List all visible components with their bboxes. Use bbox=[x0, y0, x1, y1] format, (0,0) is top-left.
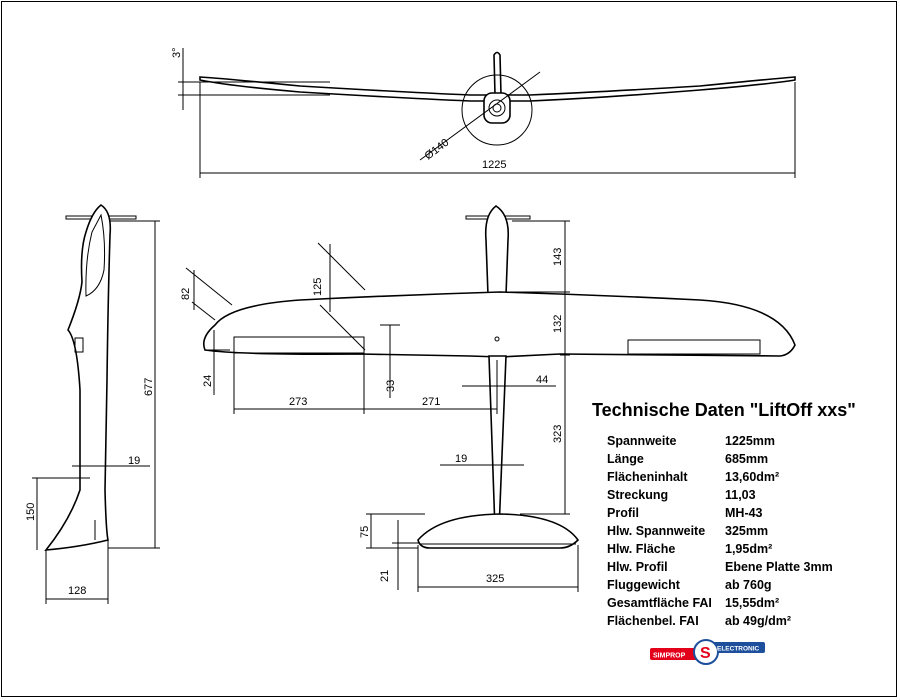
specs-title: Technische Daten "LiftOff xxs" bbox=[592, 400, 856, 420]
spec-label: Hlw. Spannweite bbox=[607, 524, 706, 538]
spec-row: Hlw. Profil Ebene Platte 3mm bbox=[607, 558, 833, 576]
dim-length: 677 bbox=[143, 378, 155, 396]
offset-125-ext-a bbox=[317, 242, 366, 291]
dim-wing-to-tail: 323 bbox=[552, 425, 564, 443]
side-view: 677 19 150 128 bbox=[25, 204, 160, 604]
dim-side-width: 19 bbox=[128, 455, 140, 467]
spec-label: Profil bbox=[607, 506, 639, 520]
spec-value: 13,60dm² bbox=[725, 470, 780, 484]
top-view-aileron-right bbox=[627, 339, 761, 355]
spec-value: 1225mm bbox=[725, 434, 776, 448]
wing-center-mark bbox=[494, 336, 500, 342]
dim-prop-diameter: Ø140 bbox=[423, 137, 452, 163]
spec-row: Flächeninhalt 13,60dm² bbox=[607, 468, 833, 486]
spec-row: Gesamtfläche FAI 15,55dm² bbox=[607, 594, 833, 612]
offset-82-ext-b bbox=[191, 301, 216, 321]
dim-flap-depth: 33 bbox=[385, 380, 397, 392]
spec-label: Gesamtfläche FAI bbox=[607, 596, 712, 610]
dim-dihedral: 3° bbox=[171, 47, 183, 58]
spec-row: Flächenbel. FAI ab 49g/dm² bbox=[607, 612, 833, 630]
dim-tail-span: 325 bbox=[486, 573, 504, 585]
diameter-leader bbox=[419, 71, 541, 161]
top-view-aileron-left bbox=[233, 336, 365, 354]
spec-value: Ebene Platte 3mm bbox=[725, 560, 833, 574]
specs-panel: Technische Daten "LiftOff xxs" Spannweit… bbox=[592, 400, 892, 628]
spec-row: Hlw. Spannweite 325mm bbox=[607, 522, 833, 540]
offset-82-ext-a bbox=[185, 267, 233, 306]
spec-label: Fluggewicht bbox=[607, 578, 680, 592]
spec-label: Streckung bbox=[607, 488, 669, 502]
spec-row: Länge 685mm bbox=[607, 450, 833, 468]
side-view-horizontal-tail bbox=[65, 215, 137, 220]
spec-row: Profil MH-43 bbox=[607, 504, 833, 522]
simprop-logo: SIMPROP S ELECTRONIC bbox=[650, 639, 765, 665]
spec-row: Spannweite 1225mm bbox=[607, 432, 833, 450]
spinner-outer bbox=[488, 99, 506, 117]
spec-row: Fluggewicht ab 760g bbox=[607, 576, 833, 594]
spec-value: 15,55dm² bbox=[725, 596, 780, 610]
logo-blue-bar bbox=[710, 642, 765, 653]
offset-125-ext-b bbox=[319, 304, 366, 351]
dim-aileron-depth: 24 bbox=[202, 375, 214, 387]
dim-offset-82: 82 bbox=[180, 288, 192, 300]
front-view-fuselage bbox=[483, 92, 511, 124]
spec-label: Flächeninhalt bbox=[607, 470, 688, 484]
logo-text-left: SIMPROP bbox=[653, 653, 686, 660]
top-view-front-stab bbox=[465, 215, 531, 220]
dim-span: 1225 bbox=[482, 159, 506, 171]
top-view-fuselage bbox=[484, 205, 510, 306]
top-view: 143 132 323 125 82 24 273 271 bbox=[180, 205, 796, 592]
spec-label: Hlw. Fläche bbox=[607, 542, 676, 556]
spec-label: Hlw. Profil bbox=[607, 560, 668, 574]
logo-red-bar bbox=[650, 648, 702, 660]
spec-value: ab 49g/dm² bbox=[725, 614, 791, 628]
side-view-wing-root bbox=[74, 337, 84, 353]
logo-text-right: ELECTRONIC bbox=[717, 646, 760, 653]
spec-label: Länge bbox=[607, 452, 644, 466]
dim-flap-width: 271 bbox=[422, 396, 440, 408]
spec-row: Hlw. Fläche 1,95dm² bbox=[607, 540, 833, 558]
spec-value: 325mm bbox=[725, 524, 769, 538]
top-view-wing bbox=[202, 291, 796, 358]
dim-nose-to-wing: 143 bbox=[552, 248, 564, 266]
side-view-canopy bbox=[85, 213, 106, 297]
front-view-fin bbox=[493, 51, 502, 96]
spec-value: 685mm bbox=[725, 452, 769, 466]
dim-boom-width-19: 19 bbox=[455, 453, 467, 465]
spec-value: 1,95dm² bbox=[725, 542, 773, 556]
dim-offset-125: 125 bbox=[312, 278, 324, 296]
dim-elevator-depth: 21 bbox=[379, 570, 391, 582]
front-view: Ø140 3° 1225 bbox=[171, 47, 796, 178]
dim-aileron-width: 273 bbox=[289, 396, 307, 408]
spec-label: Spannweite bbox=[607, 434, 677, 448]
spec-value: ab 760g bbox=[725, 578, 772, 592]
dim-fin-chord: 128 bbox=[68, 585, 86, 597]
spec-value: MH-43 bbox=[725, 506, 763, 520]
logo-mark: S bbox=[700, 645, 711, 662]
prop-circle bbox=[461, 74, 533, 146]
dim-fin-height: 150 bbox=[25, 503, 37, 521]
spec-row: Streckung 11,03 bbox=[607, 486, 833, 504]
dim-tail-chord: 75 bbox=[359, 526, 371, 538]
side-view-fuselage bbox=[44, 204, 112, 551]
logo-circle bbox=[693, 639, 719, 665]
dim-boom-width: 44 bbox=[536, 374, 548, 386]
spec-label: Flächenbel. FAI bbox=[607, 614, 699, 628]
spec-value: 11,03 bbox=[725, 488, 756, 502]
top-view-horizontal-tail bbox=[417, 513, 580, 549]
dim-wing-chord: 132 bbox=[552, 315, 564, 333]
